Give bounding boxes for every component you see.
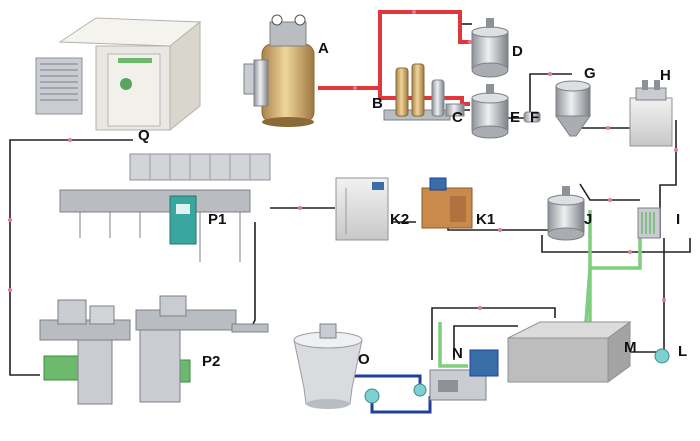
label-A: A [318,40,329,57]
label-N: N [452,345,463,362]
water-chiller [429,349,499,401]
forming-cooling-line [59,153,271,262]
continuous-freezer [421,177,473,229]
water-treatment-columns [383,63,465,121]
equipment-labels: A B C D E F G H I J K1 K2 L M N O P1 P2 … [138,40,687,370]
pipe-markers [8,10,678,310]
lower-mixing-tank [471,84,509,139]
label-K1: K1 [476,211,495,228]
steam-boiler [243,14,315,127]
ice-cream-machine [335,177,389,241]
steam-pipes [318,10,470,106]
conical-aging-tank [555,80,591,137]
label-K2: K2 [390,211,409,228]
brine-tank [507,321,632,383]
label-J: J [584,211,592,228]
label-F: F [530,109,539,126]
label-P1: P1 [208,211,226,228]
packaging-machines [39,295,269,405]
label-O: O [358,351,370,368]
label-C: C [452,109,463,126]
cooling-pumps [364,383,427,404]
homogenizer [629,80,673,147]
label-M: M [624,339,637,356]
label-G: G [584,65,596,82]
coolant-pipes [438,210,642,368]
label-D: D [512,43,523,60]
label-Q: Q [138,127,150,144]
label-H: H [660,67,671,84]
cooling-water-pipes [352,374,432,414]
label-E: E [510,109,520,126]
cold-storage-room [35,17,202,132]
label-I: I [676,211,680,228]
label-B: B [372,95,383,112]
label-L: L [678,343,687,360]
return-pump [654,348,670,364]
cooling-tower [293,323,363,409]
label-P2: P2 [202,353,220,370]
process-pipes [9,23,691,376]
upper-mixing-tank [471,18,509,78]
transfer-pump [523,111,541,123]
jacketed-tank [547,186,585,241]
plate-heat-exchanger [637,207,661,239]
